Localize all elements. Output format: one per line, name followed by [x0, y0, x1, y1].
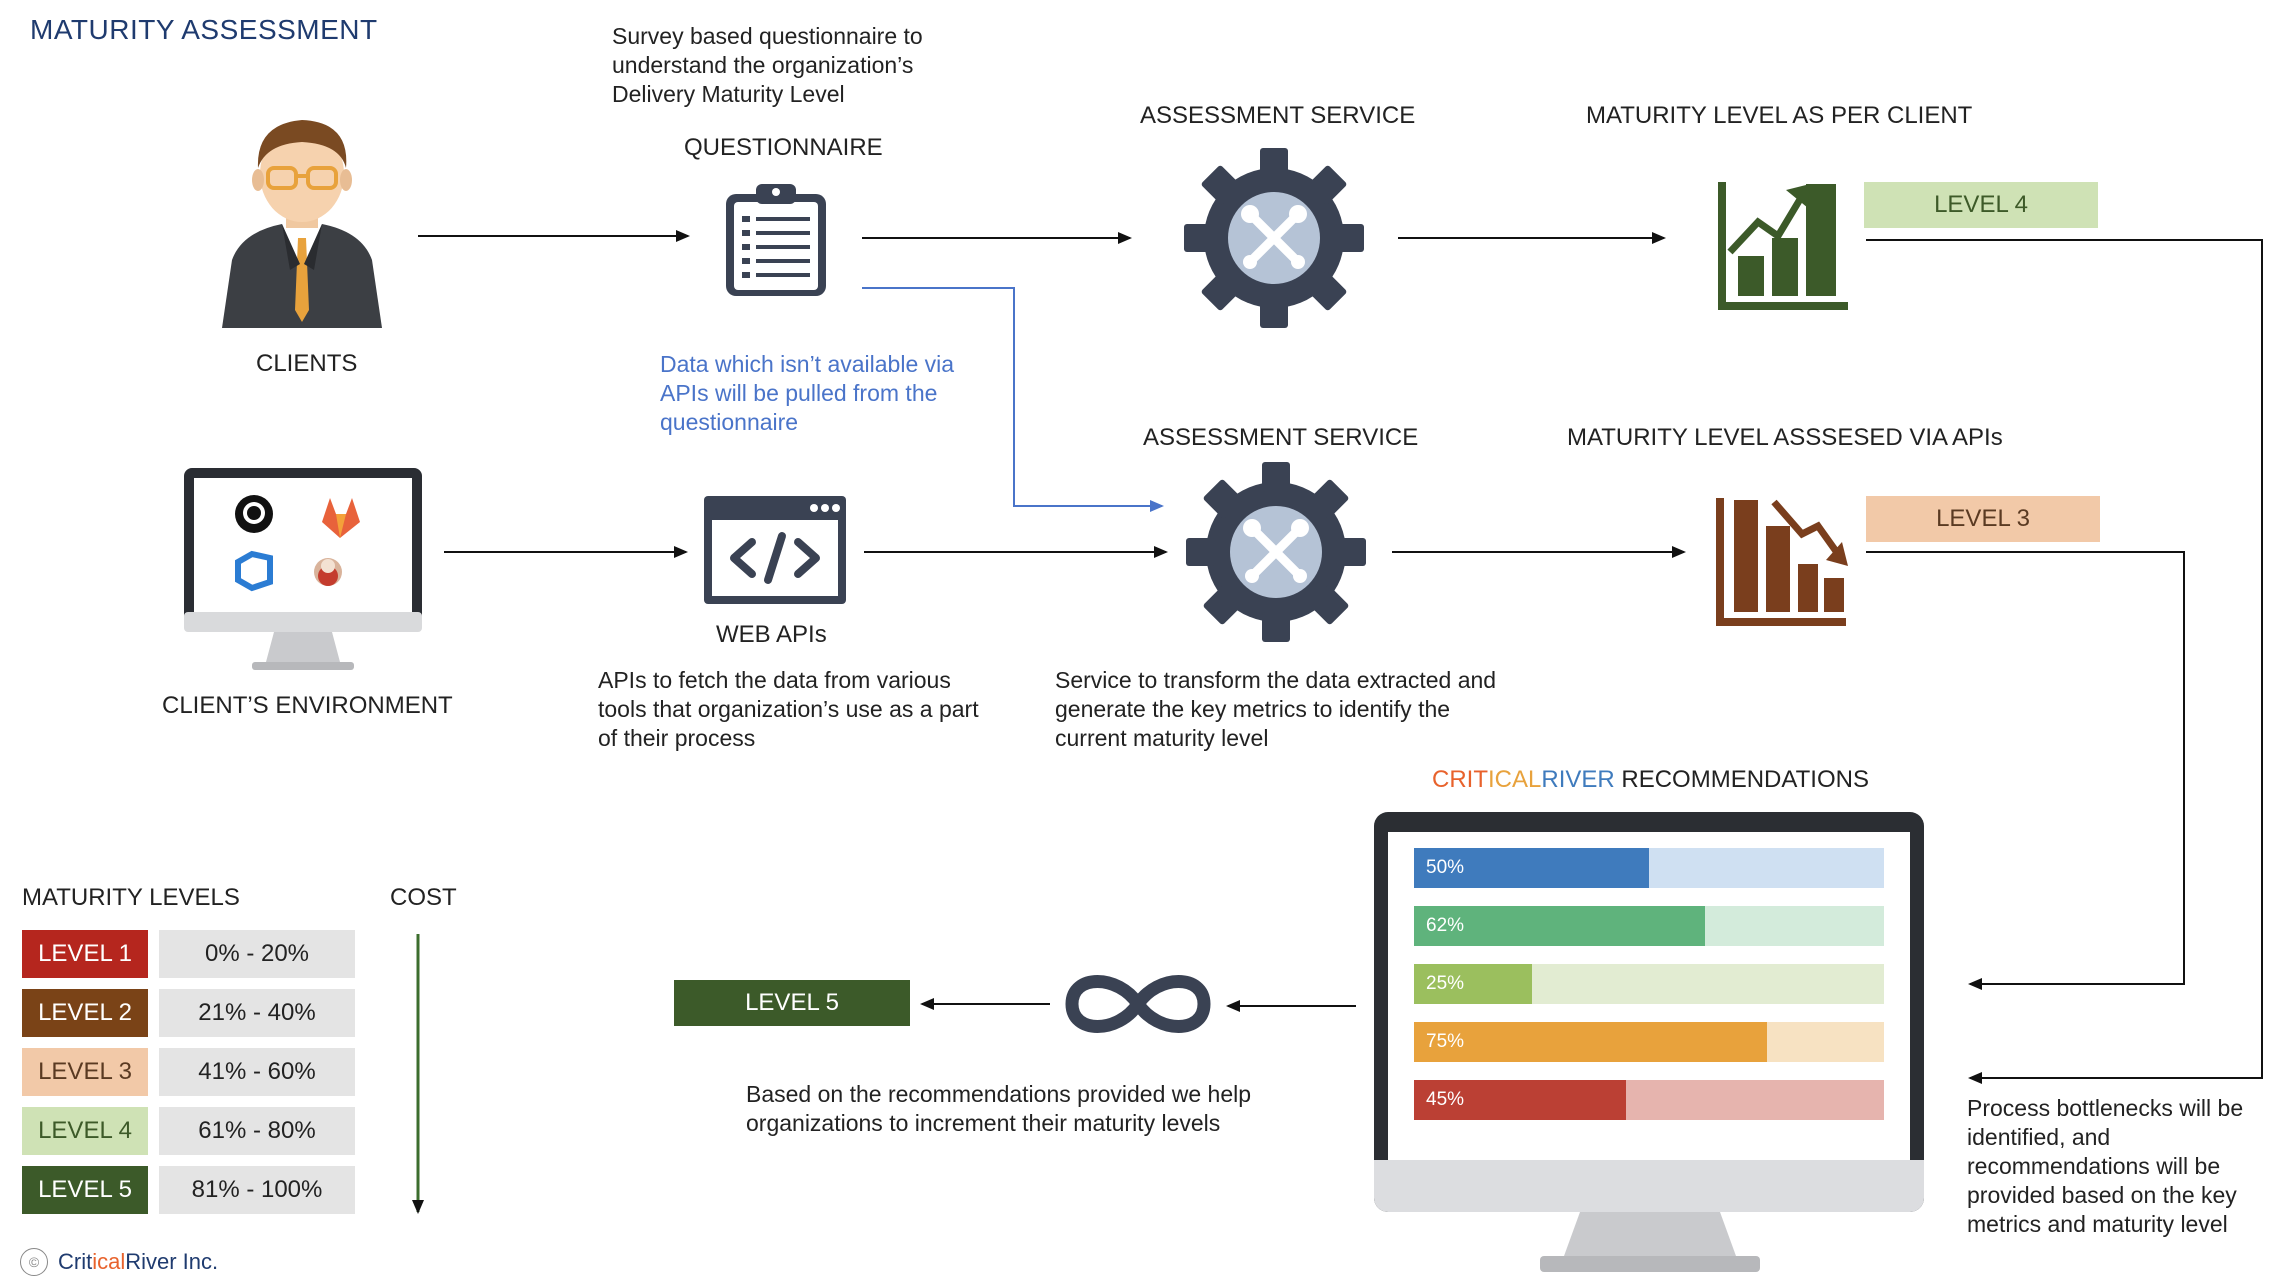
growth-chart-icon	[1718, 182, 1848, 310]
legend-level: LEVEL 2	[22, 989, 148, 1037]
cost-label: COST	[390, 884, 457, 911]
recommendation-bar-label: 25%	[1426, 973, 1465, 994]
recommendation-bar-fill	[1414, 1080, 1626, 1120]
data-source-note: Data which isn’t available via APIs will…	[660, 351, 955, 435]
legend-range: 61% - 80%	[159, 1107, 355, 1155]
legend-range: 41% - 60%	[159, 1048, 355, 1096]
gitlab-icon	[322, 498, 360, 538]
brand-pre: Crit	[58, 1249, 93, 1274]
questionnaire-label: QUESTIONNAIRE	[684, 134, 883, 161]
jenkins-icon	[314, 558, 342, 586]
legend-level: LEVEL 5	[22, 1166, 148, 1214]
maturity-per-client-label: MATURITY LEVEL AS PER CLIENT	[1586, 102, 1973, 129]
client-environment-monitor-icon	[184, 468, 422, 670]
page-title: MATURITY ASSESSMENT	[30, 14, 378, 45]
brand-part-ical: ICAL	[1488, 766, 1542, 793]
recommendations-monitor: 50% 62% 25% 75% 45%	[1374, 812, 1924, 1212]
brand-name: CriticalRiver Inc.	[58, 1249, 218, 1275]
legend-level: LEVEL 3	[22, 1048, 148, 1096]
copyright-logo-icon: ©	[20, 1248, 48, 1276]
recommendations-suffix: RECOMMENDATIONS	[1614, 766, 1869, 793]
connector-client-level-to-monitor	[1866, 239, 2263, 1084]
maturity-via-apis-label: MATURITY LEVEL ASSSESED VIA APIs	[1567, 424, 2003, 451]
clients-label: CLIENTS	[256, 350, 358, 377]
azure-devops-icon	[235, 550, 273, 592]
recommendation-bar: 75%	[1414, 1022, 1884, 1062]
service-note: Service to transform the data extracted …	[1055, 667, 1497, 751]
client-person-icon	[222, 120, 382, 328]
recommendations-title: CRITICALRIVER RECOMMENDATIONS	[1432, 766, 1869, 794]
recommendation-bars: 50% 62% 25% 75% 45%	[1414, 848, 1884, 1148]
recommendation-bar-fill	[1414, 848, 1649, 888]
apis-note: APIs to fetch the data from various tool…	[598, 667, 979, 751]
brand-mid: ical	[92, 1249, 126, 1274]
legend-range: 21% - 40%	[159, 989, 355, 1037]
legend-heading: MATURITY LEVELS	[22, 884, 240, 911]
recommendation-bar: 25%	[1414, 964, 1884, 1004]
recommendation-bar: 50%	[1414, 848, 1884, 888]
brand-post: River Inc.	[125, 1249, 219, 1274]
recommendation-bar-label: 45%	[1426, 1089, 1465, 1110]
blue-connector-questionnaire-service	[862, 287, 1164, 512]
brand-part-crit: CRIT	[1432, 766, 1488, 793]
web-apis-icon	[704, 496, 846, 604]
recommendation-bar: 62%	[1414, 906, 1884, 946]
client-env-label: CLIENT’S ENVIRONMENT	[162, 692, 453, 719]
connector-api-level-to-monitor	[1866, 551, 2185, 990]
recommendation-bar-fill	[1414, 906, 1705, 946]
web-apis-label: WEB APIs	[716, 621, 827, 648]
recommendation-bar-label: 62%	[1426, 915, 1465, 936]
recommendation-bar: 45%	[1414, 1080, 1884, 1120]
recommendation-bar-fill	[1414, 964, 1532, 1004]
monitor-stand	[1540, 1212, 1760, 1272]
api-level-chip: LEVEL 3	[1866, 496, 2100, 542]
legend-level: LEVEL 4	[22, 1107, 148, 1155]
brand-part-river: RIVER	[1541, 766, 1615, 793]
assessment-service-bottom-label: ASSESSMENT SERVICE	[1143, 424, 1419, 451]
assessment-gear-icon-bottom	[1186, 462, 1366, 642]
infinity-icon	[1065, 975, 1211, 1033]
assessment-gear-icon-top	[1184, 148, 1364, 328]
brand-footer: © CriticalRiver Inc.	[20, 1248, 218, 1276]
decline-chart-icon	[1716, 498, 1848, 626]
recommendation-bar-label: 50%	[1426, 857, 1465, 878]
recommend-note: Based on the recommendations provided we…	[746, 1081, 1252, 1136]
questionnaire-clipboard-icon	[726, 184, 826, 296]
client-level-chip: LEVEL 4	[1864, 182, 2098, 228]
assessment-service-top-label: ASSESSMENT SERVICE	[1140, 102, 1416, 129]
legend-range: 0% - 20%	[159, 930, 355, 978]
legend-range: 81% - 100%	[159, 1166, 355, 1214]
legend-level: LEVEL 1	[22, 930, 148, 978]
recommendation-bar-fill	[1414, 1022, 1767, 1062]
bottleneck-note: Process bottlenecks will be identified, …	[1967, 1095, 2244, 1237]
recommendation-bar-label: 75%	[1426, 1031, 1465, 1052]
github-icon	[235, 495, 273, 533]
survey-note: Survey based questionnaire to understand…	[612, 23, 923, 107]
target-level-chip: LEVEL 5	[674, 980, 910, 1026]
